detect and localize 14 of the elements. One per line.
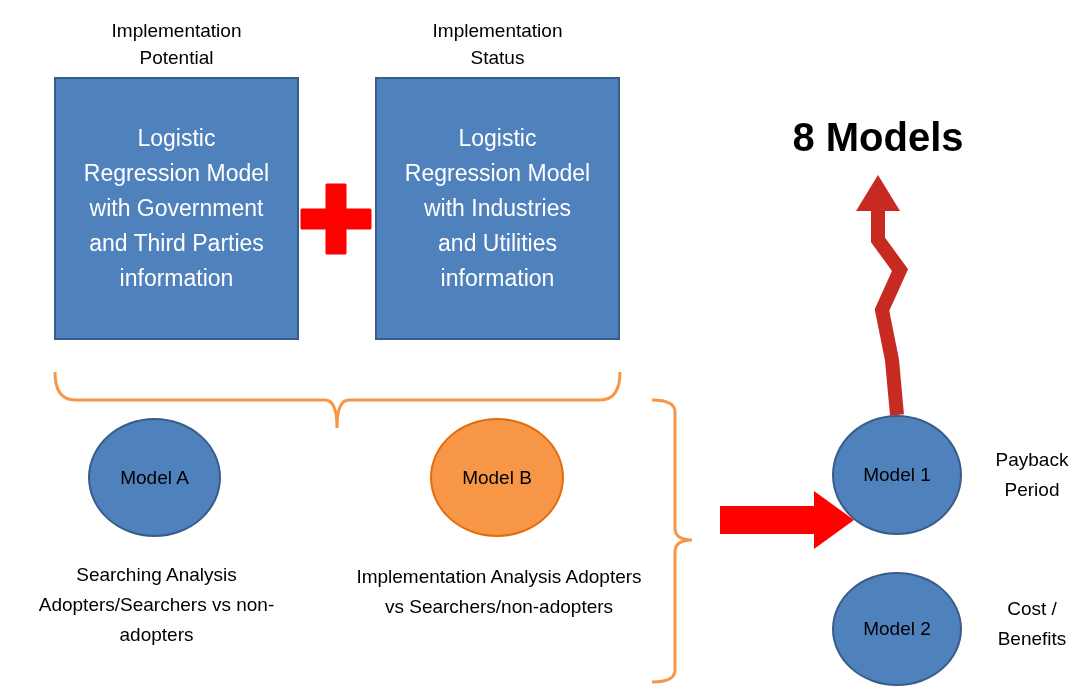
box-heading: Implementation Potential <box>110 19 243 70</box>
box-text: Logistic Regression Model with Government and Third Parties information <box>82 124 271 293</box>
ellipse-label: Model B <box>462 466 532 489</box>
ellipse-label: Model 2 <box>863 618 931 640</box>
box-heading: Implementation Status <box>431 19 564 70</box>
side-caption: Payback Period <box>994 448 1070 502</box>
arrow <box>856 175 909 416</box>
side-caption: Cost / Benefits <box>996 597 1068 651</box>
side-caption: Implementation Analysis Adopters vs Searchers/non-adopters <box>355 565 643 619</box>
side-caption: Searching Analysis Adopters/Searchers vs non-adopters <box>37 563 276 647</box>
ellipse-label: Model 1 <box>863 464 931 486</box>
heading-text: 8 Models <box>768 115 988 173</box>
ellipse-label: Model A <box>120 466 189 489</box>
box-text: Logistic Regression Model with Industries and Utilities information <box>403 124 592 293</box>
